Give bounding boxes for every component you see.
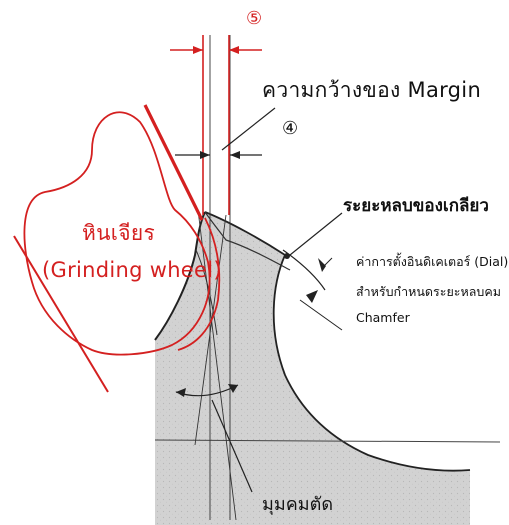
dial-leader-2 bbox=[299, 299, 343, 331]
dial-leader-1 bbox=[321, 257, 333, 269]
ref-line bbox=[154, 439, 501, 443]
dial-arrow-2 bbox=[306, 290, 318, 303]
wheel-face-line-2 bbox=[13, 235, 109, 393]
wheel-inner-arc bbox=[177, 217, 221, 351]
cutting-angle-label: มุมคมตัด bbox=[262, 494, 334, 515]
tool-outline bbox=[154, 211, 206, 341]
grinding-wheel-outline bbox=[23, 111, 211, 356]
flute-curve bbox=[204, 211, 471, 472]
inner-edge bbox=[204, 211, 291, 271]
angle-line-2 bbox=[194, 214, 227, 446]
cutting-angle-leader bbox=[211, 399, 253, 493]
dimension-4-label: ④ bbox=[282, 118, 299, 139]
dial-setting-label-2: สำหรับกำหนดระยะหลบคม bbox=[356, 284, 501, 299]
thread-relief-label: ระยะหลบของเกลียว bbox=[343, 196, 489, 216]
dim4-arrow-right bbox=[230, 151, 240, 159]
dim5-arrow-left bbox=[193, 46, 203, 54]
inner-edge-2 bbox=[195, 249, 218, 336]
chamfer-label: Chamfer bbox=[356, 310, 410, 325]
tool-body bbox=[155, 212, 470, 525]
dial-setting-label-1: ค่าการตั้งอินดิเคเตอร์ (Dial) bbox=[356, 254, 509, 269]
dimension-5-label: ⑤ bbox=[246, 8, 263, 29]
dim5-arrow-right bbox=[229, 46, 239, 54]
dial-arrow-1 bbox=[318, 258, 326, 272]
margin-width-label: ความกว้างของ Margin bbox=[262, 78, 482, 102]
angle-arrow-right bbox=[228, 384, 238, 393]
thread-relief-leader bbox=[289, 212, 343, 256]
dim4-arrow-left bbox=[200, 151, 210, 159]
wheel-face-line bbox=[143, 104, 204, 221]
dial-point bbox=[284, 253, 290, 259]
angle-arrow-left bbox=[176, 388, 186, 397]
grinding-wheel-thai-label: หินเจียร bbox=[82, 221, 156, 245]
margin-leader bbox=[221, 107, 276, 151]
angle-line-1 bbox=[197, 209, 237, 521]
grinding-wheel-english-label: (Grinding wheel) bbox=[42, 258, 222, 282]
